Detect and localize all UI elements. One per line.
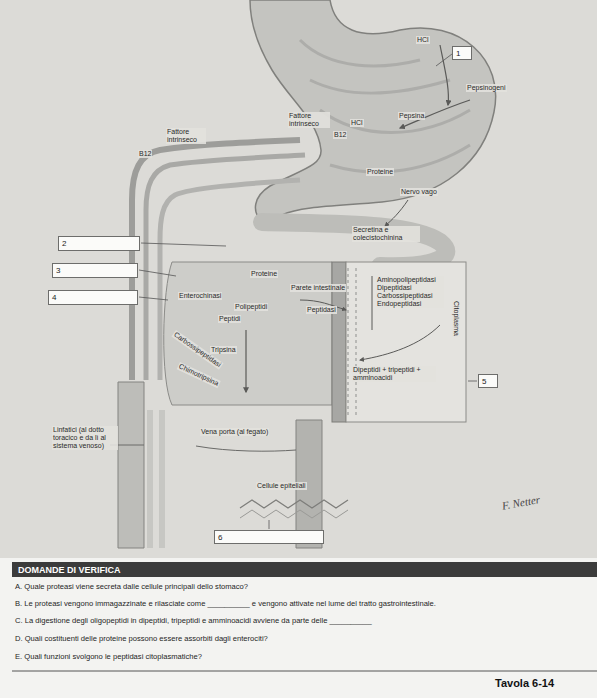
leader-line <box>269 520 270 529</box>
answer-box: 1 <box>452 46 472 60</box>
part-label: Proteine <box>250 270 278 278</box>
part-label: Pepsinogeni <box>466 84 507 92</box>
answer-box: 2 <box>58 236 140 251</box>
lymphatic-vessel <box>150 410 162 548</box>
part-label: HCl <box>350 119 364 127</box>
part-label: Fattore intrinseco <box>166 128 206 144</box>
epithelial-cells <box>240 500 348 508</box>
question: E. Quali funzioni svolgono le peptidasi … <box>14 653 203 662</box>
callout-number: 4 <box>52 293 56 302</box>
callout-number: 3 <box>56 266 60 275</box>
microvilli <box>348 268 356 418</box>
digestion-arrow <box>245 330 246 392</box>
part-label: Citoplasma <box>452 300 460 337</box>
part-label: Fattore intrinseco <box>288 112 330 128</box>
question: D. Quali costituenti delle proteine poss… <box>14 635 269 644</box>
part-label: HCl <box>416 36 430 44</box>
callout-number: 5 <box>482 377 486 386</box>
part-label: Parete intestinale <box>290 284 346 292</box>
leader-line <box>436 54 452 66</box>
leader-line <box>468 381 477 382</box>
part-label: Polipeptidi <box>234 303 268 311</box>
part-label: Cellule epiteliali <box>256 482 307 490</box>
section-band: DOMANDE DI VERIFICA <box>12 562 597 577</box>
answer-box: 6 <box>214 530 324 544</box>
question: B. Le proteasi vengono immagazzinate e r… <box>14 600 437 609</box>
vagus-arrow <box>385 200 408 226</box>
enterocyte <box>346 262 466 422</box>
question-ground <box>0 558 597 698</box>
question: C. La digestione degli oligopeptidi in d… <box>14 617 373 626</box>
section-heading: DOMANDE DI VERIFICA <box>18 565 121 575</box>
pepsinogen-arrow <box>440 45 448 105</box>
part-label: Enterochinasi <box>178 292 222 300</box>
lymphatic-vessel <box>118 382 144 548</box>
absorption-arrow <box>360 325 440 360</box>
leader-line <box>139 270 176 276</box>
stomach <box>250 0 496 224</box>
answer-box: 3 <box>52 263 138 278</box>
part-label: Peptidi <box>218 315 241 323</box>
answer-box: 4 <box>48 290 138 305</box>
rule <box>12 671 597 672</box>
callout-number: 6 <box>218 533 222 542</box>
gastric-folds <box>300 40 470 172</box>
part-label: Vena porta (al fegato) <box>200 428 269 436</box>
question: A. Quale proteasi viene secreta dalle ce… <box>14 583 249 592</box>
part-label: Tripsina <box>210 346 237 354</box>
answer-box: 5 <box>478 374 498 388</box>
peptidase-bracket <box>372 276 373 330</box>
plate-number: Tavola 6-14 <box>494 677 555 690</box>
leader-line <box>139 297 168 300</box>
part-label: Nervo vago <box>400 188 438 196</box>
leader-line <box>196 446 296 451</box>
leader-line <box>141 243 226 246</box>
part-label: Aminopolipeptidasi Dipeptidasi Carbossip… <box>376 276 444 308</box>
part-label: Proteine <box>366 168 394 176</box>
part-label: Linfatici (al dotto toracico e da lì al … <box>52 426 118 450</box>
part-label: Secretina e colecistochinina <box>352 226 420 242</box>
callout-number: 1 <box>456 49 460 58</box>
duodenum <box>262 222 446 266</box>
part-label: Pepsina <box>398 112 425 120</box>
part-label: B12 <box>138 150 152 158</box>
callout-number: 2 <box>62 239 66 248</box>
part-label: Peptidasi <box>306 306 337 314</box>
part-label: Dipeptidi + tripeptidi + amminoacidi <box>352 366 436 382</box>
epithelial-cells <box>240 510 348 518</box>
part-label: B12 <box>333 131 347 139</box>
paper-ground <box>0 0 597 558</box>
